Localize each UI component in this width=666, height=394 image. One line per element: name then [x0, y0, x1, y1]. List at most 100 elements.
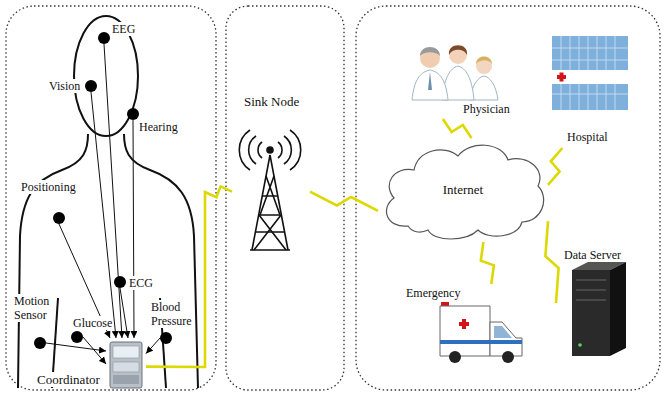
sensor-label: Motion Sensor	[13, 294, 50, 322]
dotted-panel	[6, 6, 216, 390]
antenna-tower-icon	[239, 130, 300, 250]
data-server: Data Server	[556, 246, 640, 360]
antenna-tower-icon	[249, 136, 256, 164]
antenna-tower-icon	[290, 130, 301, 170]
coordinator-device: Coordinator	[106, 338, 146, 390]
coordinator-device-icon	[110, 342, 142, 388]
physician-illustration	[428, 72, 432, 90]
physician-illustration	[449, 45, 467, 55]
hospital-illustration	[552, 70, 628, 84]
wireless-link	[481, 242, 494, 284]
internet-cloud: Internet	[378, 138, 548, 242]
physician-illustration	[420, 47, 440, 56]
sensor-link	[120, 288, 128, 338]
sensor-dot: Motion Sensor	[34, 337, 46, 349]
ambulance-illustration	[440, 340, 522, 344]
sensor-dot-shape	[53, 212, 65, 224]
physician-illustration	[420, 48, 440, 68]
dotted-panel	[6, 6, 660, 390]
sensor-link	[133, 120, 134, 338]
body-silhouette	[18, 134, 88, 388]
sensor-dot: Positioning	[53, 212, 65, 224]
ambulance-illustration	[449, 351, 461, 363]
sensor-dot-shape	[98, 32, 110, 44]
server-illustration	[572, 270, 610, 356]
sensor-dot-shape	[71, 331, 83, 343]
ambulance-illustration	[441, 302, 449, 306]
wireless-link	[146, 186, 232, 367]
hospital-illustration	[552, 36, 628, 110]
wireless-link	[548, 148, 562, 185]
sensor-dot-shape	[114, 276, 126, 288]
server-illustration	[572, 262, 626, 356]
coordinator-device-icon	[110, 342, 142, 388]
body-silhouette	[18, 16, 198, 388]
antenna-tower-icon	[258, 142, 262, 158]
sensor-label: ECG	[128, 276, 154, 290]
coordinator-device-icon	[113, 375, 139, 384]
ambulance: Emergency	[402, 284, 526, 364]
hospital-illustration	[560, 73, 564, 82]
sensor-dot-shape	[85, 80, 97, 92]
hospital-building: Hospital	[545, 32, 632, 148]
device-label: Coordinator	[36, 372, 101, 387]
sensor-label: Positioning	[20, 180, 77, 194]
sensor-link	[83, 337, 106, 364]
hospital-illustration	[552, 36, 628, 110]
antenna-tower-icon	[284, 136, 291, 164]
wireless-link	[310, 192, 378, 211]
sensor-dot-shape	[34, 337, 46, 349]
wireless-link	[545, 221, 558, 303]
sensor-dot: Vision	[85, 80, 97, 92]
sensor-link	[46, 343, 106, 351]
ambulance-illustration	[462, 319, 466, 329]
antenna-tower-icon	[254, 176, 286, 250]
node-label: Hospital	[566, 130, 609, 144]
sensor-label: Blood Pressure	[150, 300, 193, 328]
sensor-dot-shape	[53, 212, 65, 224]
node-label: Sink Node	[243, 94, 300, 109]
sensor-dot-shape	[98, 32, 110, 44]
node-label: Emergency	[405, 286, 461, 300]
sensor-dot-shape	[114, 276, 126, 288]
ambulance-illustration	[490, 322, 522, 356]
cloud-label: Internet	[378, 138, 548, 242]
server-illustration	[610, 262, 626, 356]
sensor-link	[91, 92, 116, 338]
sensor-dot: Blood Pressure	[160, 332, 172, 344]
hospital-illustration	[552, 36, 628, 110]
sensor-dot-shape	[85, 80, 97, 92]
sensor-dot-shape	[71, 331, 83, 343]
sensor-label: Hearing	[138, 120, 179, 134]
sensor-label: Vision	[48, 79, 81, 93]
antenna-tower-icon	[250, 196, 290, 250]
sensor-dot-shape	[160, 332, 172, 344]
physician-illustration	[412, 70, 448, 100]
sensor-dot-shape	[160, 332, 172, 344]
ambulance-illustration	[440, 302, 522, 363]
antenna-tower-icon	[239, 130, 250, 170]
antenna-tower-icon	[278, 142, 282, 158]
sensor-link	[146, 338, 160, 354]
physician-group: Physician	[412, 35, 515, 119]
sensor-dot-shape	[127, 108, 139, 120]
sensor-dot: Glucose	[71, 331, 83, 343]
physician-illustration	[449, 46, 467, 64]
antenna-tower-icon	[252, 155, 288, 250]
wireless-link	[443, 119, 472, 138]
physician-illustration	[470, 76, 498, 100]
sink-node-tower: Sink Node	[232, 92, 310, 258]
server-illustration	[578, 343, 582, 347]
physician-illustration	[412, 45, 498, 100]
node-label: Physician	[462, 102, 511, 116]
sensor-dot: EEG	[98, 32, 110, 44]
ambulance-illustration	[494, 326, 512, 338]
ambulance-illustration	[440, 306, 490, 356]
node-label: Data Server	[563, 248, 622, 262]
ambulance-illustration	[502, 351, 514, 363]
sensor-dot-shape	[127, 108, 139, 120]
antenna-tower-icon	[267, 147, 273, 153]
sensor-dot: ECG	[114, 276, 126, 288]
